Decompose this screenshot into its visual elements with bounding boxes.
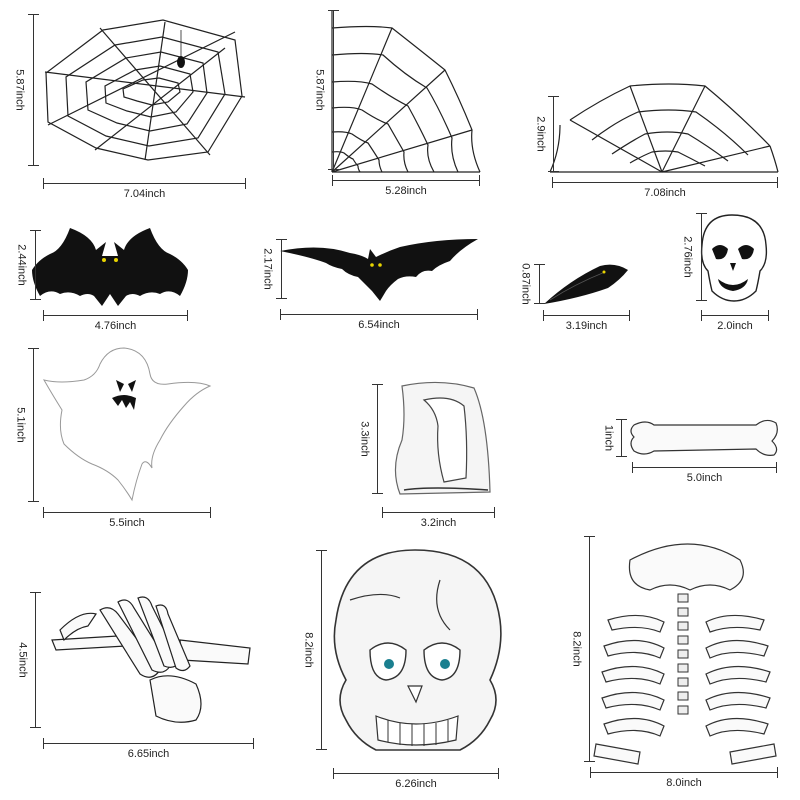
bat-flying-icon bbox=[280, 239, 478, 301]
large-skull-width-label: 6.26inch bbox=[395, 778, 437, 790]
spider-web-full-height-dim: 5.87inch bbox=[14, 14, 39, 166]
skeleton-hand-height-dim: 4.5inch bbox=[16, 592, 41, 728]
bat-flying-width-label: 6.54inch bbox=[358, 319, 400, 331]
skeleton-hand-width-dim: 6.65inch bbox=[43, 738, 254, 760]
ghost-height-label: 5.1inch bbox=[14, 407, 26, 443]
spider-web-full-width-label: 7.04inch bbox=[123, 188, 166, 200]
ghost-icon bbox=[42, 347, 212, 502]
bone-height-dim: 1inch bbox=[602, 419, 627, 457]
ghost-width-label: 5.5inch bbox=[109, 517, 145, 529]
pelvis-width-label: 3.2inch bbox=[420, 517, 457, 529]
skeleton-hand-icon bbox=[51, 596, 251, 723]
small-skull-height-label: 2.76inch bbox=[682, 236, 694, 278]
bone-icon bbox=[630, 419, 778, 456]
small-skull-height-dim: 2.76inch bbox=[682, 213, 707, 301]
ribcage-icon bbox=[593, 543, 777, 765]
ghost-width-dim: 5.5inch bbox=[43, 507, 211, 529]
spider-web-corner-item: 5.87inch 5.28inch bbox=[300, 0, 500, 200]
ribcage-width-dim: 8.0inch bbox=[590, 767, 778, 789]
skeleton-hand-item: 4.5inch 6.65inch bbox=[0, 570, 270, 770]
large-skull-width-dim: 6.26inch bbox=[333, 768, 499, 790]
spider-web-full-width-dim: 7.04inch bbox=[43, 178, 246, 200]
spider-web-corner-height-label: 5.87inch bbox=[314, 69, 326, 111]
bone-height-label: 1inch bbox=[602, 424, 614, 452]
bat-folded-height-dim: 0.87inch bbox=[520, 263, 545, 305]
ghost-height-dim: 5.1inch bbox=[14, 348, 39, 502]
spider-web-corner-height-dim: 5.87inch bbox=[314, 10, 339, 170]
pelvis-height-label: 3.3inch bbox=[358, 421, 370, 457]
bat-front-item: 2.44inch 4.76inch bbox=[0, 210, 200, 335]
spider-web-half-height-label: 2.9inch bbox=[534, 116, 546, 152]
bat-front-width-dim: 4.76inch bbox=[43, 310, 188, 332]
ribcage-width-label: 8.0inch bbox=[666, 777, 702, 789]
bat-front-height-dim: 2.44inch bbox=[16, 230, 41, 300]
small-skull-width-label: 2.0inch bbox=[717, 320, 753, 332]
bone-width-dim: 5.0inch bbox=[632, 462, 777, 484]
pelvis-width-dim: 3.2inch bbox=[382, 507, 495, 529]
skeleton-hand-width-label: 6.65inch bbox=[127, 748, 170, 760]
bat-folded-width-label: 3.19inch bbox=[565, 320, 608, 332]
bat-flying-height-label: 2.17inch bbox=[262, 248, 274, 290]
spider-web-corner-icon bbox=[331, 10, 481, 173]
spider-web-corner-width-dim: 5.28inch bbox=[332, 175, 480, 197]
large-skull-item: 8.2inch 6.26inch bbox=[290, 540, 530, 795]
ribcage-height-label: 8.2inch bbox=[570, 631, 582, 667]
bone-width-label: 5.0inch bbox=[686, 472, 723, 484]
bat-flying-item: 2.17inch 6.54inch bbox=[250, 225, 490, 335]
bat-flying-height-dim: 2.17inch bbox=[262, 239, 287, 299]
pelvis-height-dim: 3.3inch bbox=[358, 384, 383, 494]
spider-web-full-icon bbox=[44, 19, 246, 161]
spider-web-full-item: 5.87inch 7.04inch bbox=[0, 0, 260, 200]
spider-web-corner-width-label: 5.28inch bbox=[385, 185, 427, 197]
small-skull-item: 2.76inch 2.0inch bbox=[670, 205, 790, 335]
bat-flying-width-dim: 6.54inch bbox=[280, 309, 478, 331]
ghost-item: 5.1inch 5.5inch bbox=[0, 340, 230, 540]
small-skull-icon bbox=[700, 214, 768, 302]
spider-web-half-width-dim: 7.08inch bbox=[552, 177, 778, 199]
large-skull-height-dim: 8.2inch bbox=[302, 550, 327, 750]
skeleton-hand-height-label: 4.5inch bbox=[16, 642, 28, 678]
spider-web-half-icon bbox=[549, 83, 779, 173]
small-skull-width-dim: 2.0inch bbox=[701, 310, 769, 332]
large-skull-icon bbox=[333, 549, 502, 751]
bat-folded-width-dim: 3.19inch bbox=[543, 310, 630, 332]
bat-folded-height-label: 0.87inch bbox=[520, 263, 532, 305]
bat-front-width-label: 4.76inch bbox=[94, 320, 137, 332]
bat-folded-icon bbox=[544, 264, 628, 304]
pelvis-item: 3.3inch 3.2inch bbox=[340, 370, 510, 540]
pelvis-icon bbox=[394, 381, 491, 495]
bat-front-icon bbox=[32, 228, 188, 306]
bat-front-height-label: 2.44inch bbox=[16, 244, 28, 286]
ribcage-height-dim: 8.2inch bbox=[570, 536, 595, 762]
large-skull-height-label: 8.2inch bbox=[302, 632, 314, 668]
ribcage-item: 8.2inch 8.0inch bbox=[560, 530, 790, 795]
spider-web-half-item: 2.9inch 7.08inch bbox=[520, 60, 790, 200]
bone-item: 1inch 5.0inch bbox=[590, 405, 790, 495]
bat-folded-item: 0.87inch 3.19inch bbox=[510, 240, 640, 335]
spider-web-half-width-label: 7.08inch bbox=[644, 187, 686, 199]
spider-web-full-height-label: 5.87inch bbox=[14, 69, 26, 111]
spider-web-half-height-dim: 2.9inch bbox=[534, 96, 559, 172]
